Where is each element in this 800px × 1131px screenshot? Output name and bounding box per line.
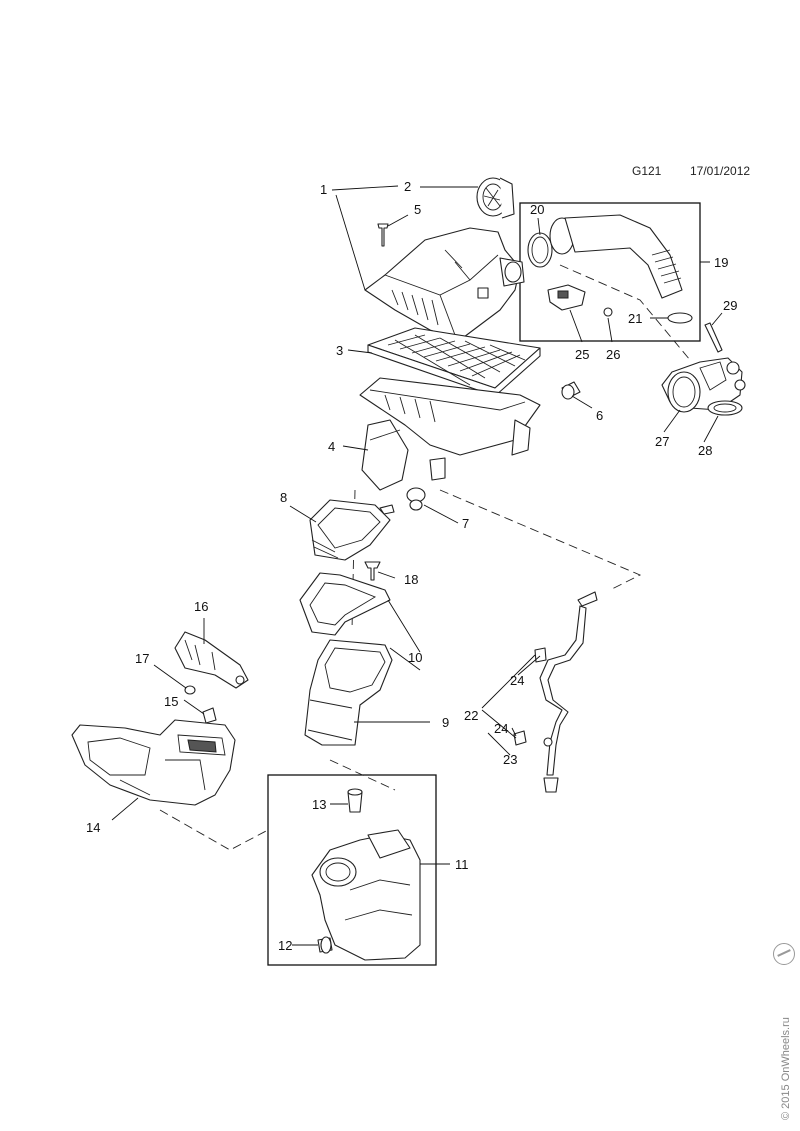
leader-line-17 xyxy=(153,664,187,689)
callout-24b: 24 xyxy=(494,721,508,736)
callout-26: 26 xyxy=(606,347,620,362)
clip-part-24a xyxy=(534,647,547,663)
callout-8: 8 xyxy=(280,490,287,505)
callout-24a: 24 xyxy=(510,673,524,688)
leader-line-24b xyxy=(511,727,517,737)
diagram-code: G121 xyxy=(632,164,662,178)
leader-line-28 xyxy=(703,415,719,443)
leader-line-3 xyxy=(347,349,373,354)
clip-part-24b xyxy=(513,730,527,746)
leader-line-20 xyxy=(537,217,541,236)
fastener-part-18 xyxy=(364,561,381,581)
grommet-part-6 xyxy=(561,381,581,400)
inlet-snorkel-part xyxy=(309,499,395,561)
screw-part-17 xyxy=(184,685,196,695)
bracket-part-16 xyxy=(174,631,249,689)
callout-2: 2 xyxy=(404,179,411,194)
grommet-part-12 xyxy=(317,936,333,954)
air-duct-part-9 xyxy=(304,639,393,746)
brand-logo-icon xyxy=(773,943,795,965)
assembly-line-throttle xyxy=(559,264,691,361)
leader-line-5 xyxy=(387,214,409,227)
leader-line-22 xyxy=(481,654,536,739)
air-flow-sensor-part xyxy=(476,177,515,219)
screw-part-29 xyxy=(704,322,723,353)
clamp-part xyxy=(527,232,553,268)
copyright-watermark: © 2015 OnWheels.ru xyxy=(780,1017,792,1120)
leader-line-15 xyxy=(183,699,205,715)
callout-23: 23 xyxy=(503,752,517,767)
air-cleaner-cover-part xyxy=(364,227,525,341)
bolt-part-26 xyxy=(603,307,613,317)
callout-28: 28 xyxy=(698,443,712,458)
leader-line-29 xyxy=(711,312,723,326)
leader-line-7 xyxy=(423,504,459,524)
callout-1: 1 xyxy=(320,182,327,197)
leader-line-19 xyxy=(699,222,710,263)
callout-22: 22 xyxy=(464,708,478,723)
leader-line-8 xyxy=(289,505,317,523)
callout-14: 14 xyxy=(86,820,100,835)
callout-29: 29 xyxy=(723,298,737,313)
callout-12: 12 xyxy=(278,938,292,953)
leader-line-1-2 xyxy=(331,185,399,191)
callout-16: 16 xyxy=(194,599,208,614)
callout-20: 20 xyxy=(530,202,544,217)
leader-line-27 xyxy=(663,409,681,433)
callout-15: 15 xyxy=(164,694,178,709)
grommet-part-13 xyxy=(347,788,363,813)
callout-17: 17 xyxy=(135,651,149,666)
assembly-line-duct-lower xyxy=(329,759,396,791)
callout-11: 11 xyxy=(455,857,469,872)
callout-5: 5 xyxy=(414,202,421,217)
air-cleaner-housing-part xyxy=(359,377,541,491)
screw-part xyxy=(377,223,389,247)
screw-part-15 xyxy=(202,707,217,724)
duct-seal-part xyxy=(299,572,391,636)
inset-box-11 xyxy=(267,774,437,966)
throttle-body-part xyxy=(661,357,746,413)
leader-line-4 xyxy=(342,445,369,451)
leader-line-18 xyxy=(377,571,396,579)
breather-hose-part xyxy=(539,591,598,793)
callout-7: 7 xyxy=(462,516,469,531)
sensor-part-25 xyxy=(547,284,586,311)
leader-line-14 xyxy=(111,797,139,821)
gasket-part-21 xyxy=(667,312,693,324)
callout-27: 27 xyxy=(655,434,669,449)
callout-19: 19 xyxy=(714,255,728,270)
leader-line-1 xyxy=(335,194,366,291)
callout-13: 13 xyxy=(312,797,326,812)
callout-9: 9 xyxy=(442,715,449,730)
seal-ring-part xyxy=(707,400,743,416)
assembly-line-resonator xyxy=(159,809,269,851)
callout-18: 18 xyxy=(404,572,418,587)
leader-line-25 xyxy=(569,309,583,343)
assembly-line-hose xyxy=(439,489,642,591)
callout-25: 25 xyxy=(575,347,589,362)
callout-21: 21 xyxy=(628,311,642,326)
resonator-duct-part-14 xyxy=(71,719,236,806)
leader-line-26 xyxy=(607,317,613,343)
leader-line-10 xyxy=(387,599,421,671)
grommet-part-7 xyxy=(406,487,426,511)
leader-line-6 xyxy=(571,395,593,409)
callout-3: 3 xyxy=(336,343,343,358)
intake-hose-part xyxy=(549,214,683,299)
callout-10: 10 xyxy=(408,650,422,665)
diagram-date: 17/01/2012 xyxy=(690,164,751,178)
leader-line-23 xyxy=(487,732,511,756)
resonator-part-11 xyxy=(311,829,421,961)
leader-line-24a xyxy=(517,655,541,676)
air-filter-element-part xyxy=(367,327,541,397)
callout-6: 6 xyxy=(596,408,603,423)
callout-4: 4 xyxy=(328,439,335,454)
